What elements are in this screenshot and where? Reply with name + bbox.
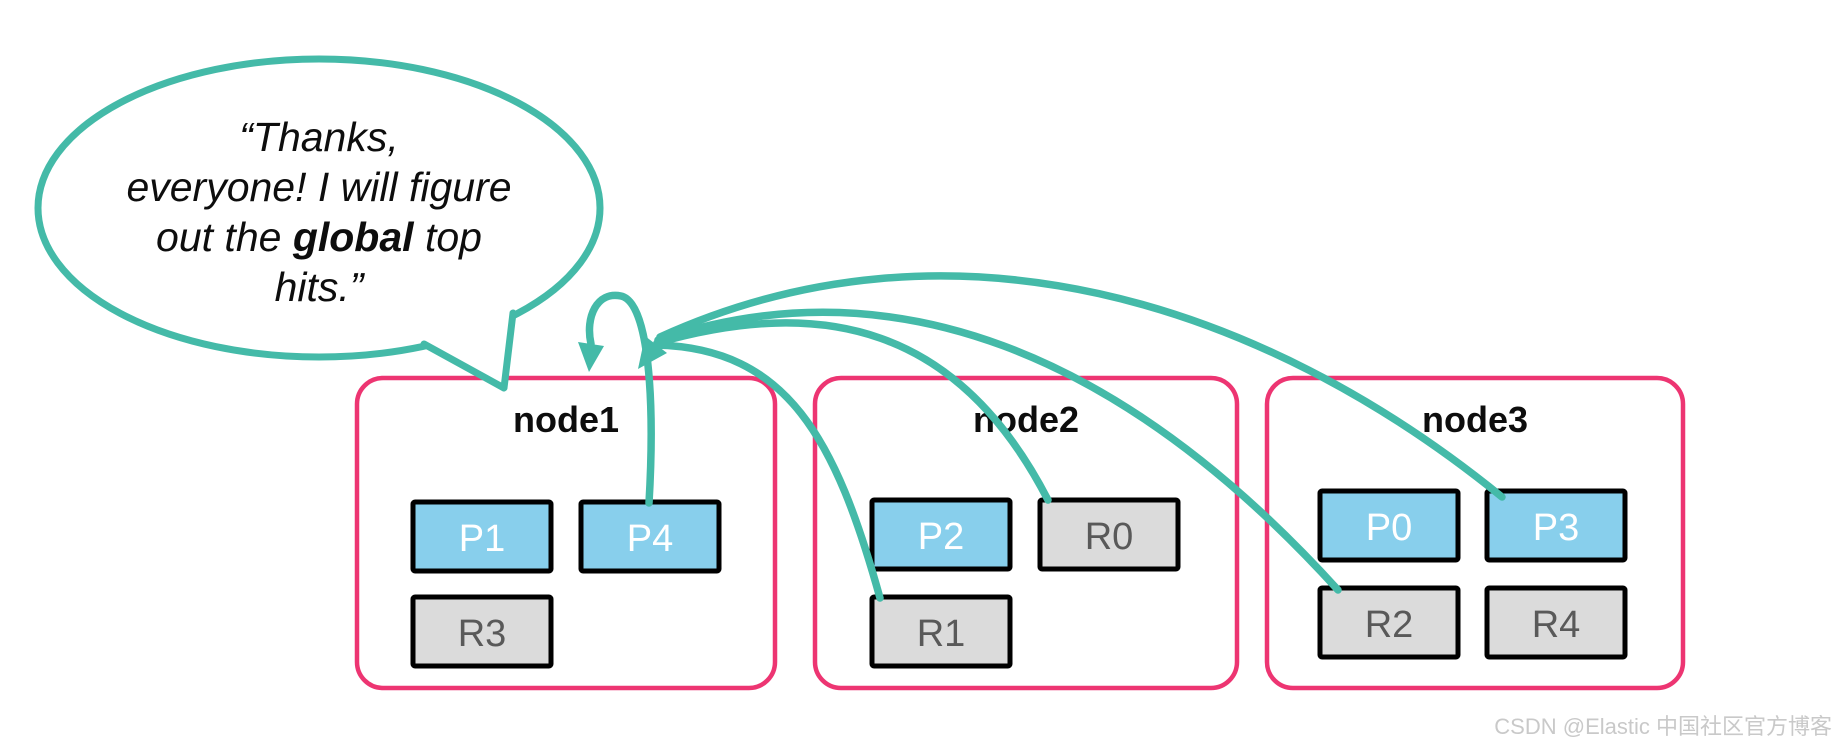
watermark: CSDN @Elastic 中国社区官方博客 [1494,714,1832,739]
arrow-from-R2 [654,308,1342,594]
node2-label: node2 [973,399,1079,440]
shard-P1-box [410,499,554,574]
node3-label: node3 [1422,399,1528,440]
shard-P3-label: P3 [1533,507,1579,549]
converging-arrowhead-icon [638,336,667,369]
node3-group: node3 P0 P3 R2 R4 [1264,375,1686,691]
shard-R1-label: R1 [917,613,966,655]
shard-R4-box [1484,585,1628,660]
bubble-text-line1: “Thanks, [239,114,399,160]
shard-R2-label: R2 [1365,604,1414,646]
bubble-text-line4: hits.” [275,264,366,310]
shard-P2-label: P2 [918,516,964,558]
shard-R3-box [410,594,554,669]
arrow-from-R0 [653,319,1052,504]
speech-bubble: “Thanks, everyone! I will figure out the… [34,55,604,392]
node1-label: node1 [513,399,619,440]
shard-R3-label: R3 [458,613,507,655]
shard-P1-label: P1 [459,518,505,560]
shard-P3-box [1484,488,1628,563]
bubble-text-line3: out the global top [156,214,482,260]
shard-P0-label: P0 [1366,507,1412,549]
shard-R1-box [869,594,1013,669]
shard-P0-box [1317,488,1461,563]
shard-R0-box [1037,497,1181,572]
arrow-from-P4 [585,291,655,507]
shard-P4-label: P4 [627,518,673,560]
result-arrows [578,272,1506,602]
shard-R2-box [1317,585,1461,660]
arrow-from-P4-head-icon [578,342,604,372]
node1-group: node1 P1 P4 R3 [354,375,778,691]
speech-bubble-tail [420,309,517,392]
speech-bubble-tail-fill [424,310,514,388]
speech-bubble-ellipse [34,55,604,361]
node2-group: node2 P2 R0 R1 [812,375,1240,691]
arrow-from-P3 [656,272,1506,501]
shard-R4-label: R4 [1532,604,1581,646]
shard-P2-box [869,497,1013,572]
arrow-from-R1 [652,341,884,602]
shard-R0-label: R0 [1085,516,1134,558]
bubble-text-line2: everyone! I will figure [126,164,511,210]
